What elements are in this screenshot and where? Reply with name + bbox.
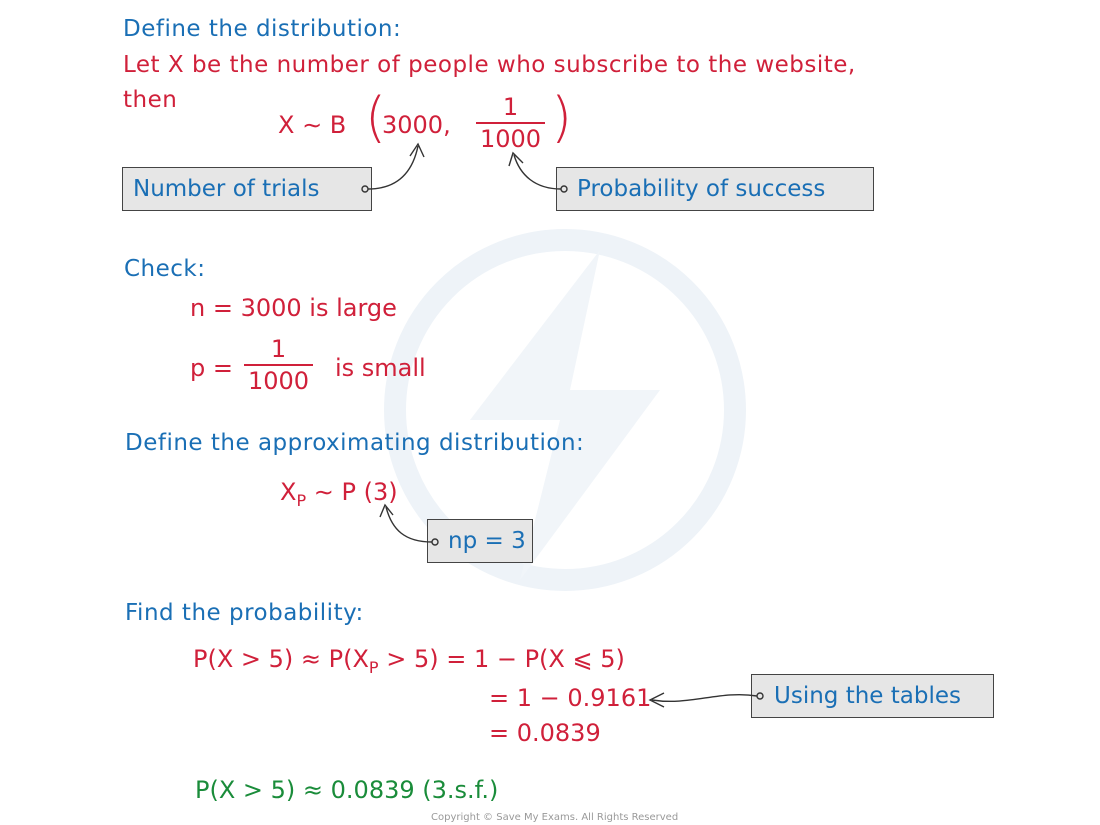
check-n-large: n = 3000 is large [190, 294, 397, 322]
binomial-p-numerator: 1 [502, 93, 519, 121]
poisson-distribution: XP ∼ P (3) [280, 478, 398, 510]
definition-then: then [123, 87, 178, 113]
probability-line-2: = 1 − 0.9161 [489, 684, 652, 712]
tag-probability-of-success: Probability of success [556, 167, 874, 211]
tag-np: np = 3 [427, 519, 533, 563]
tag-using-tables: Using the tables [751, 674, 994, 718]
tag-np-label: np = 3 [448, 528, 526, 554]
tag-probability-of-success-label: Probability of success [577, 176, 826, 202]
tag-number-of-trials: Number of trials [122, 167, 372, 211]
heading-check: Check: [124, 256, 206, 282]
binomial-n: 3000, [382, 111, 451, 139]
tag-number-of-trials-label: Number of trials [133, 176, 320, 202]
check-p-denominator: 1000 [244, 364, 314, 396]
right-paren: ) [551, 86, 573, 149]
check-p-prefix: p = [190, 354, 233, 382]
probability-line-1: P(X > 5) ≈ P(XP > 5) = 1 − P(X ⩽ 5) [193, 645, 625, 677]
probability-line-3: = 0.0839 [489, 719, 601, 747]
poisson-rest: ∼ P (3) [306, 478, 398, 506]
check-p-small: is small [335, 354, 426, 382]
heading-find-probability: Find the probability: [125, 600, 364, 626]
poisson-subscript: P [296, 491, 307, 510]
probability-line-1-a: P(X > 5) ≈ P(X [193, 645, 369, 673]
heading-approximating-distribution: Define the approximating distribution: [125, 430, 585, 456]
check-p-numerator: 1 [270, 335, 287, 363]
tag-using-tables-label: Using the tables [774, 683, 961, 709]
binomial-prefix: X ∼ B [278, 111, 347, 139]
heading-define-distribution: Define the distribution: [123, 16, 402, 42]
final-answer: P(X > 5) ≈ 0.0839 (3.s.f.) [195, 776, 499, 804]
check-p-fraction: 1 1000 [244, 334, 314, 396]
left-paren: ( [365, 86, 387, 149]
probability-line-1-b: > 5) = 1 − P(X ⩽ 5) [378, 645, 625, 673]
binomial-p-denominator: 1000 [476, 122, 546, 154]
copyright-notice: Copyright © Save My Exams. All Rights Re… [431, 812, 679, 823]
binomial-p-fraction: 1 1000 [476, 92, 546, 154]
probability-line-1-subscript: P [368, 658, 379, 677]
poisson-x: X [280, 478, 297, 506]
definition-line: Let X be the number of people who subscr… [123, 52, 856, 78]
